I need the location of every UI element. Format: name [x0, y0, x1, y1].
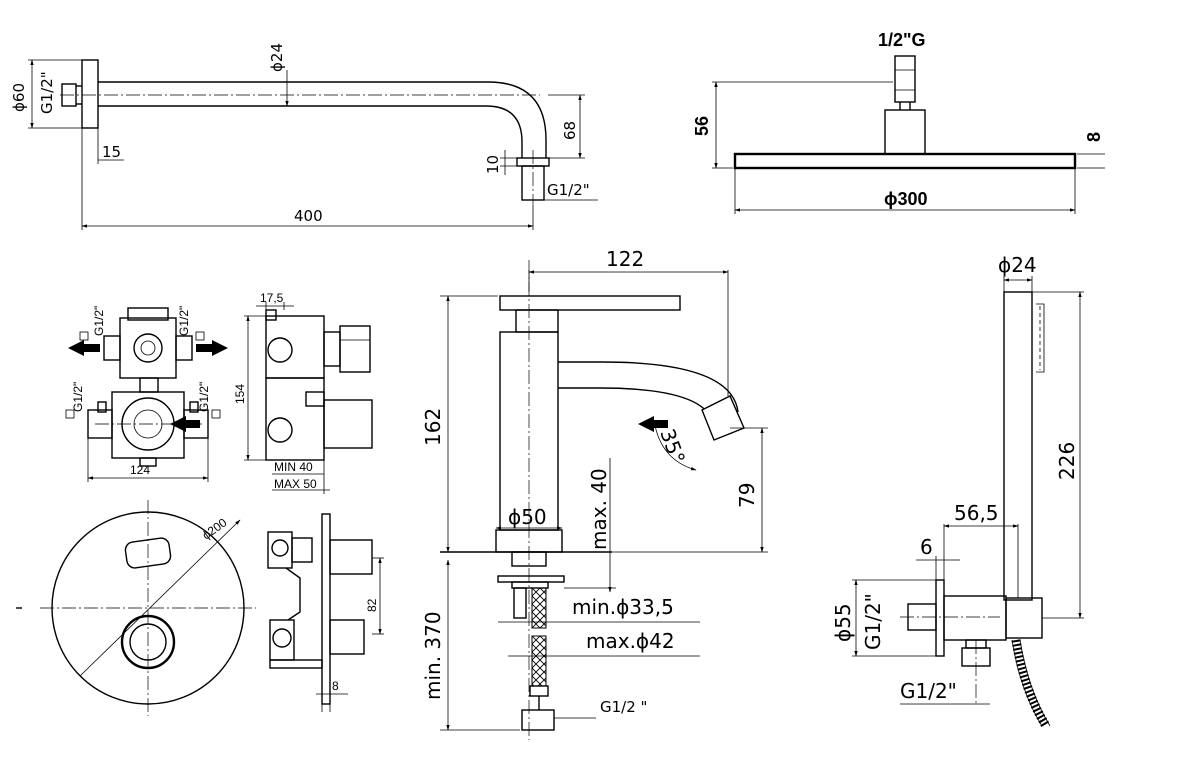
- arm-outlet-thread-label: G1/2": [547, 181, 590, 199]
- mixer-reach-label: 122: [606, 247, 644, 271]
- arm-nipple-label: 10: [484, 155, 502, 174]
- handshower-rosette-depth-label: 6: [920, 535, 933, 559]
- valve-thread-upper-left-label: G1/2": [92, 306, 106, 336]
- handshower-offset-label: 56,5: [954, 501, 999, 525]
- mixer-min-hole-label: min.ϕ33,5: [572, 595, 674, 619]
- mixer-min-hose-label: min. 370: [421, 611, 445, 700]
- mixer-max-deck-label: max. 40: [587, 468, 611, 550]
- handshower-rosette-diameter-label: ϕ55: [831, 603, 855, 642]
- shower-arm-drawing: ϕ60 G1/2" ϕ24 68 10 G1/2" 15 400: [10, 43, 598, 230]
- valve-min-depth-label: MIN 40: [274, 460, 313, 474]
- concealed-valve-side-view: 17,5 154 MIN 40 MAX 50: [233, 291, 373, 494]
- mixer-spout-height-label: 79: [735, 483, 759, 508]
- trim-plate-side-view: 82 8: [267, 513, 384, 712]
- valve-height-label: 154: [233, 384, 247, 404]
- handshower-outlet-thread-label: G1/2": [900, 679, 957, 703]
- head-height-label: 56: [692, 116, 712, 136]
- head-thread-label: 1/2"G: [878, 30, 926, 50]
- valve-thread-upper-right-label: G1/2": [177, 306, 191, 336]
- handshower-handle-diameter-label: ϕ24: [998, 253, 1037, 277]
- trim-plate-front-view: ϕ200: [16, 500, 256, 716]
- arm-flange-diameter-label: ϕ60: [10, 83, 28, 112]
- mixer-thread-label: G1/2 ": [600, 698, 647, 716]
- concealed-valve-front-view: G1/2" G1/2" G1/2" G1/2" 124: [65, 306, 668, 482]
- mixer-height-label: 162: [421, 408, 445, 446]
- valve-width-label: 124: [130, 463, 150, 477]
- plate-projection-label: 82: [365, 598, 379, 612]
- valve-thread-lower-left-label: G1/2": [71, 382, 85, 412]
- arm-drop-label: 68: [561, 121, 579, 140]
- arm-wall-thread-label: G1/2": [38, 71, 56, 114]
- arm-tube-diameter-label: ϕ24: [268, 43, 286, 72]
- valve-thread-lower-right-label: G1/2": [197, 382, 211, 412]
- mixer-spout-angle-label: 35°: [655, 426, 690, 468]
- handshower-wall-thread-label: G1/2": [861, 593, 885, 650]
- head-thickness-label: 8: [1084, 132, 1104, 142]
- valve-max-depth-label: MAX 50: [274, 477, 317, 491]
- shower-head-drawing: 1/2"G 56 8 ϕ300: [692, 30, 1105, 214]
- hand-shower-drawing: ϕ24 226 56,5 6 ϕ55 G1/2" G1/2": [831, 253, 1084, 729]
- mixer-base-diameter-label: ϕ50: [508, 505, 547, 529]
- basin-mixer-drawing: 122 162 35° 79 ϕ50 max. 40 min. 370 min.…: [421, 247, 768, 740]
- handshower-length-label: 226: [1055, 442, 1079, 480]
- arm-flange-depth-label: 15: [102, 143, 121, 161]
- mixer-max-hole-label: max.ϕ42: [586, 629, 675, 653]
- head-diameter-label: ϕ300: [884, 189, 928, 209]
- plate-thickness-label: 8: [332, 679, 339, 693]
- valve-depth-label: 17,5: [260, 291, 284, 305]
- arm-length-label: 400: [294, 207, 323, 225]
